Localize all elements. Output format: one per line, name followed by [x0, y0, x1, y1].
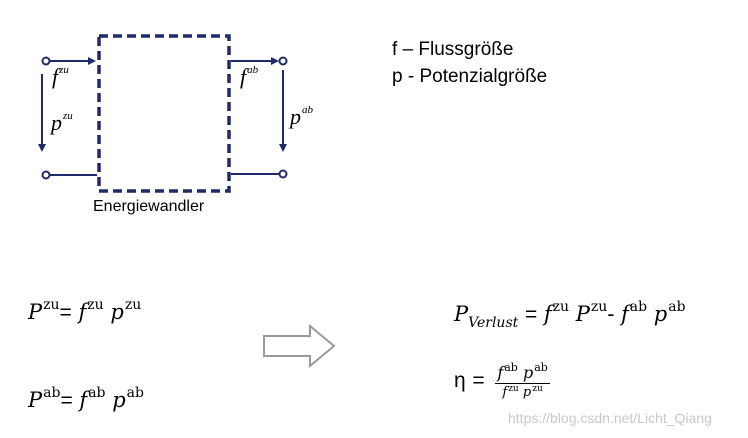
- efficiency-denominator: fzu pzu: [502, 384, 543, 400]
- efficiency-fraction: fab pab fzu pzu: [495, 361, 550, 400]
- watermark: https://blog.csdn.net/Licht_Qiang: [508, 410, 712, 426]
- output-flux-label: fab: [240, 64, 259, 89]
- efficiency-numerator: fab pab: [495, 361, 550, 384]
- output-potential-label: pab: [290, 104, 313, 129]
- output-terminal-bottom: [278, 169, 288, 179]
- input-terminal-top: [41, 56, 51, 66]
- converter-caption: Energiewandler: [93, 198, 205, 215]
- legend-flux: f – Flussgröße: [392, 39, 514, 60]
- output-terminal-top: [278, 56, 288, 66]
- equation-efficiency: η = fab pab fzu pzu: [454, 361, 550, 400]
- input-potential-label: pzu: [51, 110, 73, 135]
- input-terminal-bottom: [41, 170, 51, 180]
- equation-input-power: Pzu= fzu pzu: [28, 297, 142, 324]
- converter-box: [97, 34, 231, 193]
- legend-potential: p - Potenzialgröße: [392, 66, 548, 87]
- legend: f – Flussgröße p - Potenzialgröße: [392, 36, 547, 90]
- equation-power-loss: PVerlust = fzu Pzu- fab pab: [454, 299, 686, 331]
- equation-output-power: Pab= fab pab: [28, 385, 144, 412]
- implication-arrow: [263, 323, 336, 369]
- input-flux-label: fzu: [52, 64, 69, 89]
